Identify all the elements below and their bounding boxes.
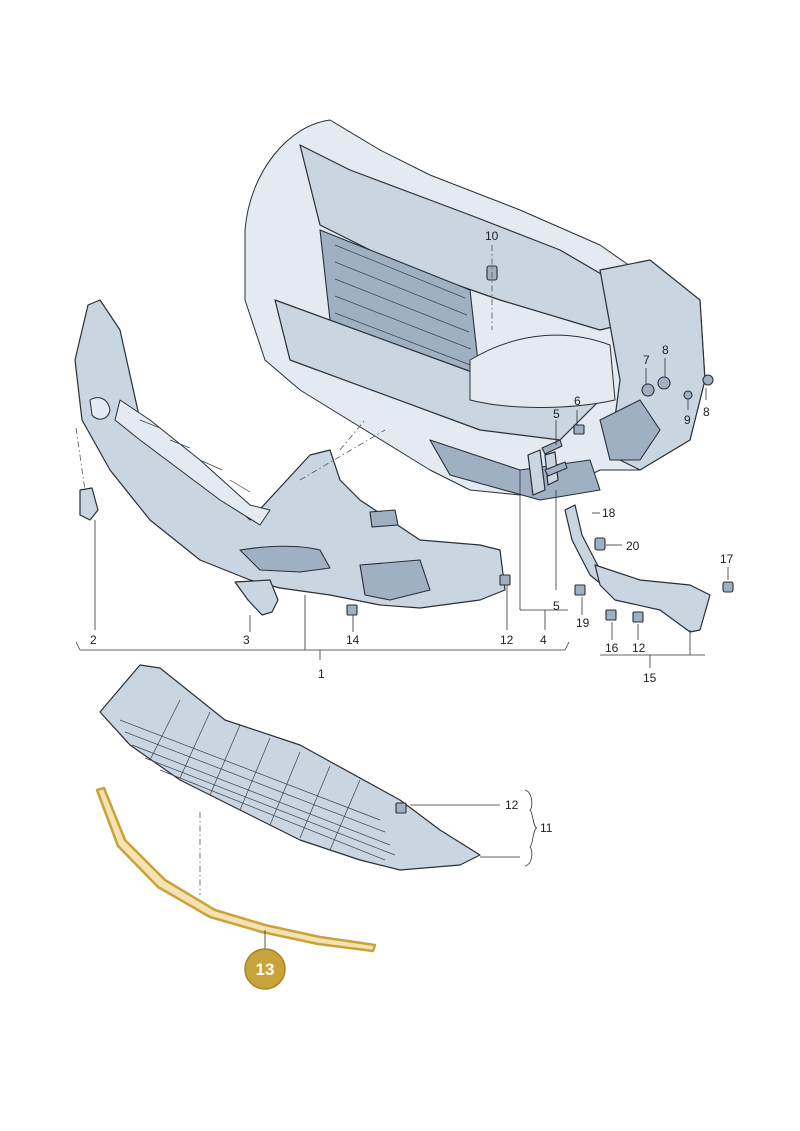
callout-3: 3: [243, 633, 250, 647]
callout-2: 2: [90, 633, 97, 647]
callout-1: 1: [318, 667, 325, 681]
clip-part-14: [346, 604, 358, 616]
callout-16: 16: [605, 641, 619, 655]
callout-12-guide: 12: [632, 641, 646, 655]
callout-5-top: 5: [553, 407, 560, 421]
front-bumper-cover: [74, 299, 506, 609]
callout-7: 7: [643, 353, 650, 367]
callout-18: 18: [602, 506, 616, 520]
badge-label: 13: [256, 960, 275, 979]
highlighted-trim-strip: [95, 786, 377, 953]
callout-19: 19: [576, 616, 590, 630]
clip-part-12-bumper: [499, 574, 511, 586]
callout-8-right: 8: [703, 405, 710, 419]
callout-labels: 1 2 3 4 5 5 6 7 8 8 9 10 11 12 12 12 14 …: [90, 229, 734, 835]
badge-circle: [244, 948, 286, 990]
callout-12-bumper: 12: [500, 633, 514, 647]
callout-9: 9: [684, 413, 691, 427]
screws-5-6: [541, 424, 585, 477]
tow-eye-cover: [234, 579, 279, 616]
callout-6: 6: [574, 394, 581, 408]
callout-10: 10: [485, 229, 499, 243]
leader-lines: [75, 245, 729, 950]
fog-lamp-cover-left: [79, 487, 99, 521]
callout-12-cover: 12: [505, 798, 519, 812]
guide-bracket-15: [594, 564, 711, 633]
nuts-7-8: [641, 374, 714, 400]
callout-8-top: 8: [662, 343, 669, 357]
highlight-badge-13[interactable]: 13: [244, 948, 286, 990]
callout-15: 15: [643, 671, 657, 685]
screws-17-20-16-19-12: [574, 537, 734, 623]
callout-14: 14: [346, 633, 360, 647]
vehicle-front-structure: [244, 119, 706, 501]
callout-5-bottom: 5: [553, 599, 560, 613]
callout-17: 17: [720, 552, 734, 566]
underbody-cover: [99, 664, 481, 871]
callout-11: 11: [540, 821, 553, 835]
callout-20: 20: [626, 539, 640, 553]
callout-4: 4: [540, 633, 547, 647]
